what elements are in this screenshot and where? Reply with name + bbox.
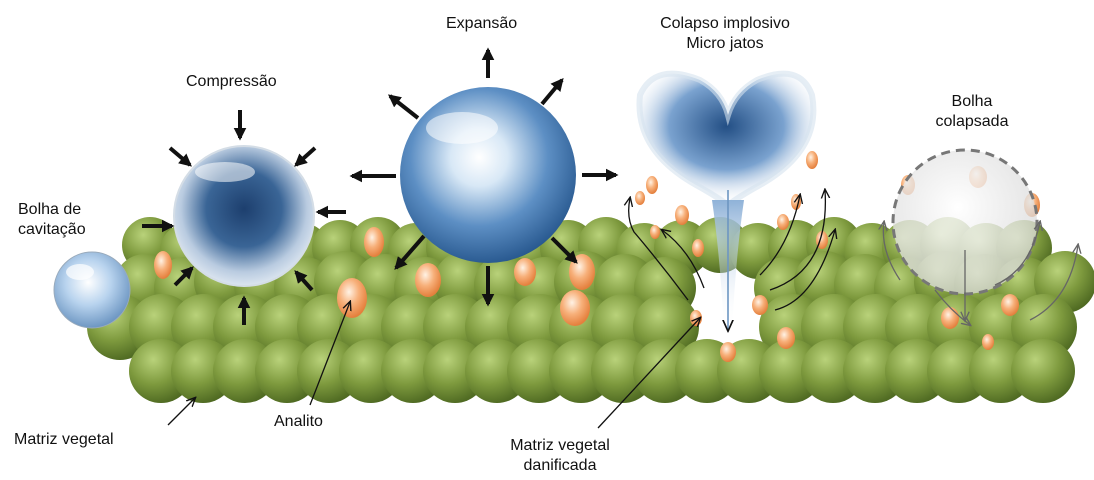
label-expansao: Expansão <box>446 14 517 34</box>
analyte-drop <box>514 258 536 286</box>
label-matriz-danificada: Matriz vegetal danificada <box>490 436 630 476</box>
label-matriz-vegetal: Matriz vegetal <box>14 430 114 450</box>
analyte-drop <box>646 176 658 194</box>
analyte-drop <box>777 214 789 230</box>
cavitation-bubble-highlight <box>66 264 94 280</box>
label-matriz-danificada-line1: Matriz vegetal <box>490 436 630 456</box>
label-bolha-cavitacao-line2: cavitação <box>18 220 86 240</box>
analyte-drop <box>806 151 818 169</box>
matriz-vegetal-pointer <box>168 398 195 425</box>
analyte-drop <box>650 225 660 239</box>
analyte-drop <box>752 295 768 315</box>
label-compressao: Compressão <box>186 72 277 92</box>
label-bolha-cavitacao-line1: Bolha de <box>18 200 86 220</box>
analyte-drop <box>1001 294 1019 316</box>
analyte-drop <box>364 227 384 257</box>
label-colapso-line2: Micro jatos <box>632 34 818 54</box>
label-bolha-colapsada-line2: colapsada <box>922 112 1022 132</box>
analyte-drop <box>690 310 702 326</box>
label-colapso-line1: Colapso implosivo <box>632 14 818 34</box>
analyte-drop <box>692 239 704 257</box>
analyte-drop <box>777 327 795 349</box>
label-analito: Analito <box>274 412 323 432</box>
label-bolha-cavitacao: Bolha de cavitação <box>18 200 86 240</box>
compression-bubble-highlight <box>195 162 255 182</box>
expansion-bubble <box>400 87 576 263</box>
label-bolha-colapsada-line1: Bolha <box>922 92 1022 112</box>
matrix-cell <box>1011 339 1075 403</box>
analyte-drop <box>337 278 367 318</box>
label-matriz-danificada-line2: danificada <box>490 456 630 476</box>
analyte-drop <box>635 191 645 205</box>
analyte-drop <box>982 334 994 350</box>
analyte-drop <box>675 205 689 225</box>
expansion-bubble-highlight <box>426 112 498 144</box>
label-bolha-colapsada: Bolha colapsada <box>922 92 1022 132</box>
analyte-drop <box>941 307 959 329</box>
analyte-drop <box>154 251 172 279</box>
cavitation-bubble <box>54 252 130 328</box>
analyte-drop <box>560 290 590 326</box>
label-colapso: Colapso implosivo Micro jatos <box>632 14 818 54</box>
analyte-drop <box>415 263 441 297</box>
analyte-drop <box>720 342 736 362</box>
